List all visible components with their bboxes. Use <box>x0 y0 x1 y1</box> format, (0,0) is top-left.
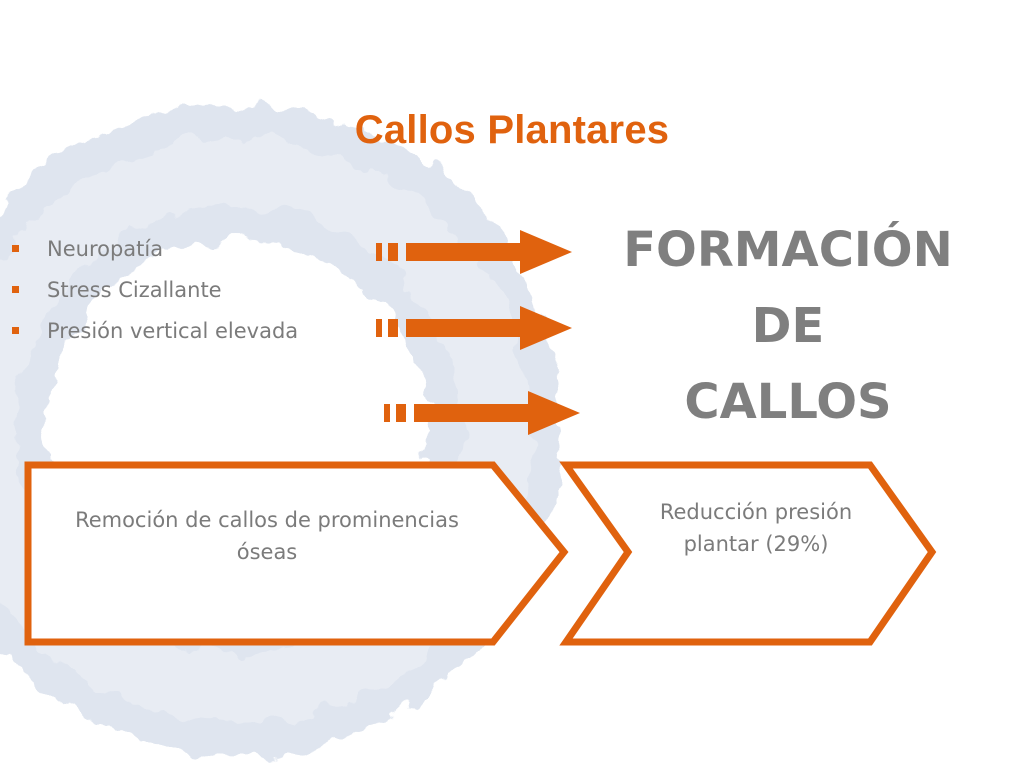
bullet-square-icon <box>12 286 19 293</box>
step-chevron-2 <box>559 461 937 646</box>
list-item: Presión vertical elevada <box>12 310 298 351</box>
arrow-right-icon <box>384 391 580 435</box>
result-line: CALLOS <box>684 374 892 430</box>
result-line: DE <box>751 298 825 354</box>
step-chevron-1 <box>24 461 569 646</box>
cause-label: Neuropatía <box>47 236 164 261</box>
cause-list: Neuropatía Stress Cizallante Presión ver… <box>12 228 298 351</box>
result-text: FORMACIÓN DE CALLOS <box>600 212 976 440</box>
step-label-removal: Remoción de callos de prominencias óseas <box>75 508 459 564</box>
step-label-pressure: Reducción presión plantar (29%) <box>659 500 853 556</box>
arrow-right-icon <box>376 306 572 350</box>
bullet-square-icon <box>12 245 19 252</box>
cause-label: Stress Cizallante <box>47 277 222 302</box>
result-line: FORMACIÓN <box>623 222 953 278</box>
list-item: Neuropatía <box>12 228 298 269</box>
arrow-right-icon <box>376 230 572 274</box>
bullet-square-icon <box>12 327 19 334</box>
list-item: Stress Cizallante <box>12 269 298 310</box>
cause-label: Presión vertical elevada <box>47 318 299 343</box>
slide-title: Callos Plantares <box>354 108 670 152</box>
